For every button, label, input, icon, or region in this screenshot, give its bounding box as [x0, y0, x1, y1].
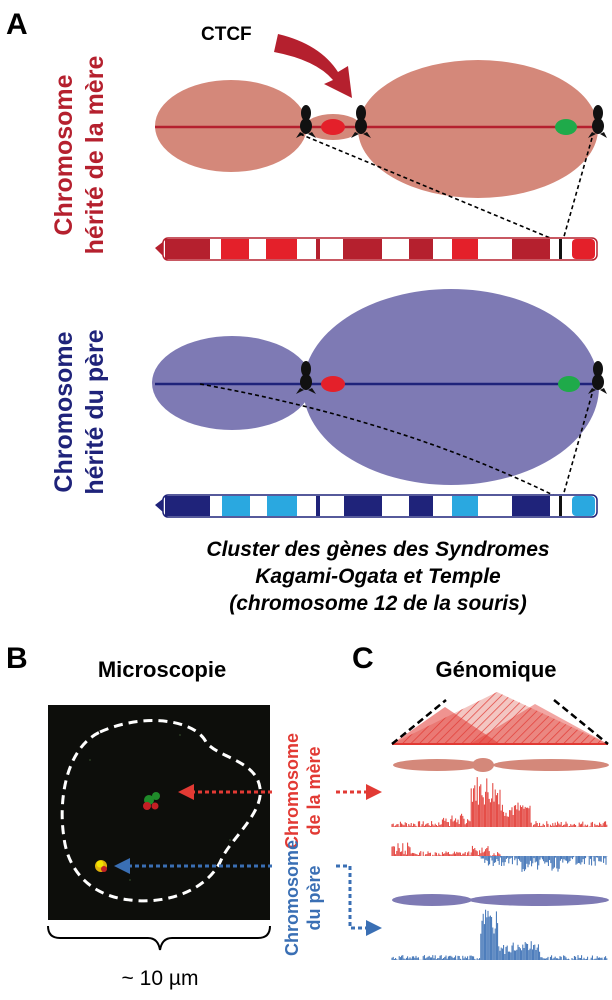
mother-label-line-2: hérité de la mère	[81, 56, 109, 255]
father-signal-track	[391, 909, 608, 960]
hic-domain-line-right	[553, 699, 609, 745]
mother-zoom-lines	[299, 133, 593, 241]
difference-signal-track	[391, 842, 608, 872]
mother-locus-spot	[143, 792, 160, 810]
ctcf-marker-mother-2	[351, 105, 371, 138]
ctcf-label: CTCF	[201, 24, 252, 45]
mother-arrow-genomics-head	[366, 784, 382, 800]
scale-label: ~ 10 µm	[122, 967, 199, 990]
father-arrow-genomics	[336, 864, 366, 930]
cluster-caption-line-2: Kagami-Ogata et Temple	[255, 565, 501, 588]
microscopy-image	[48, 705, 270, 920]
panel-label-b: B	[6, 642, 28, 675]
cluster-caption-line-1: Cluster des gènes des Syndromes	[206, 538, 549, 561]
father-arrow-micro-head	[114, 858, 130, 874]
c-father-label-line-2: du père	[304, 865, 324, 930]
c-mother-label-line-2: de la mère	[304, 746, 324, 835]
ctcf-marker-mother-3	[588, 105, 607, 138]
mother-domain-schematic	[393, 758, 609, 772]
mother-label-line-1: Chromosome	[50, 74, 78, 235]
mother-arrow-micro-head	[178, 784, 194, 800]
hic-domain-line-left	[391, 699, 447, 745]
father-arrow-genomics-head	[366, 920, 382, 936]
father-zoom-lines	[199, 383, 593, 497]
scale-bracket	[47, 925, 271, 951]
ctcf-marker-father-2	[588, 361, 607, 394]
genomics-title: Génomique	[435, 657, 556, 682]
father-domain-schematic	[392, 894, 609, 906]
c-mother-label-line-1: Chromosome	[282, 733, 302, 849]
father-gene-green	[558, 376, 580, 392]
ctcf-marker-mother-1	[296, 105, 316, 138]
father-domain-right	[303, 289, 599, 485]
mother-signal-track	[391, 777, 608, 827]
father-chromosome-ideogram	[155, 494, 598, 518]
father-label-line-2: hérité du père	[81, 329, 109, 494]
mother-gene-green	[555, 119, 577, 135]
father-gene-red	[321, 376, 345, 392]
hic-contact-map	[391, 692, 609, 745]
c-father-label-line-1: Chromosome	[282, 840, 302, 956]
microscopy-title: Microscopie	[98, 657, 226, 682]
cluster-caption-line-3: (chromosome 12 de la souris)	[229, 592, 527, 615]
ctcf-marker-father-1	[296, 361, 316, 394]
ctcf-arrow	[274, 34, 352, 98]
panel-label-a: A	[6, 8, 28, 41]
panel-label-c: C	[352, 642, 374, 675]
mother-chromosome-ideogram	[155, 237, 598, 261]
father-label-line-1: Chromosome	[50, 331, 78, 492]
mother-domain-right	[358, 60, 598, 198]
mother-gene-red	[321, 119, 345, 135]
